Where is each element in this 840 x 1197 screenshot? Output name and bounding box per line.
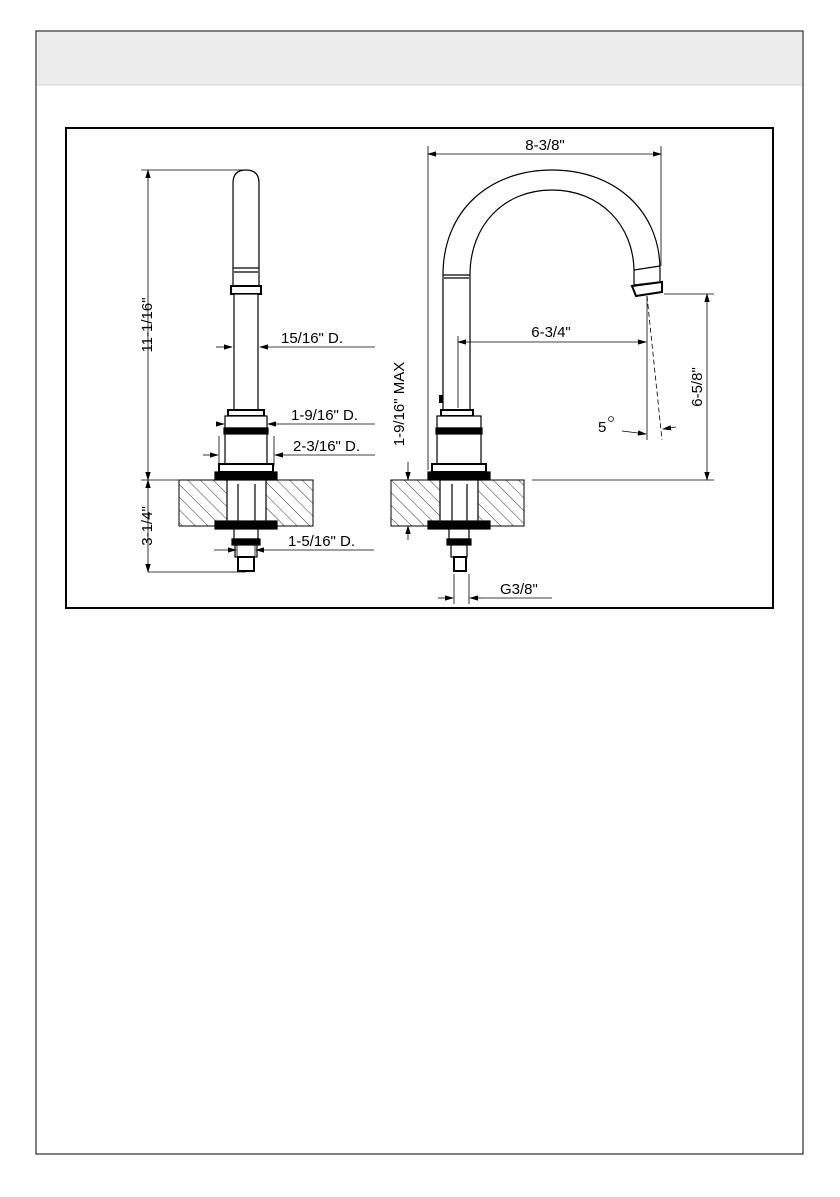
degree-symbol	[609, 417, 614, 422]
label-spout-reach: 6-3/4"	[531, 324, 571, 341]
drawing-frame	[66, 128, 773, 608]
label-stem-diameter: 15/16" D.	[281, 330, 343, 347]
label-base-diameter: 2-3/16" D.	[293, 438, 360, 455]
header-band	[37, 32, 802, 85]
label-connection: G3/8"	[500, 581, 538, 598]
front-view	[391, 170, 662, 571]
page-border	[36, 31, 803, 1154]
label-shank-diameter: 1-5/16" D.	[288, 533, 355, 550]
side-view	[179, 170, 313, 571]
label-side-height: 11-1/16"	[139, 297, 156, 352]
label-collar-diameter: 1-9/16" D.	[291, 407, 358, 424]
label-spout-angle: 5	[598, 419, 606, 436]
label-max-deck: 1-9/16" MAX	[391, 362, 408, 447]
label-overall-reach: 8-3/8"	[525, 137, 565, 154]
label-below-deck: 3-1/4"	[139, 506, 156, 546]
label-spout-clearance: 6-5/8"	[689, 367, 706, 407]
